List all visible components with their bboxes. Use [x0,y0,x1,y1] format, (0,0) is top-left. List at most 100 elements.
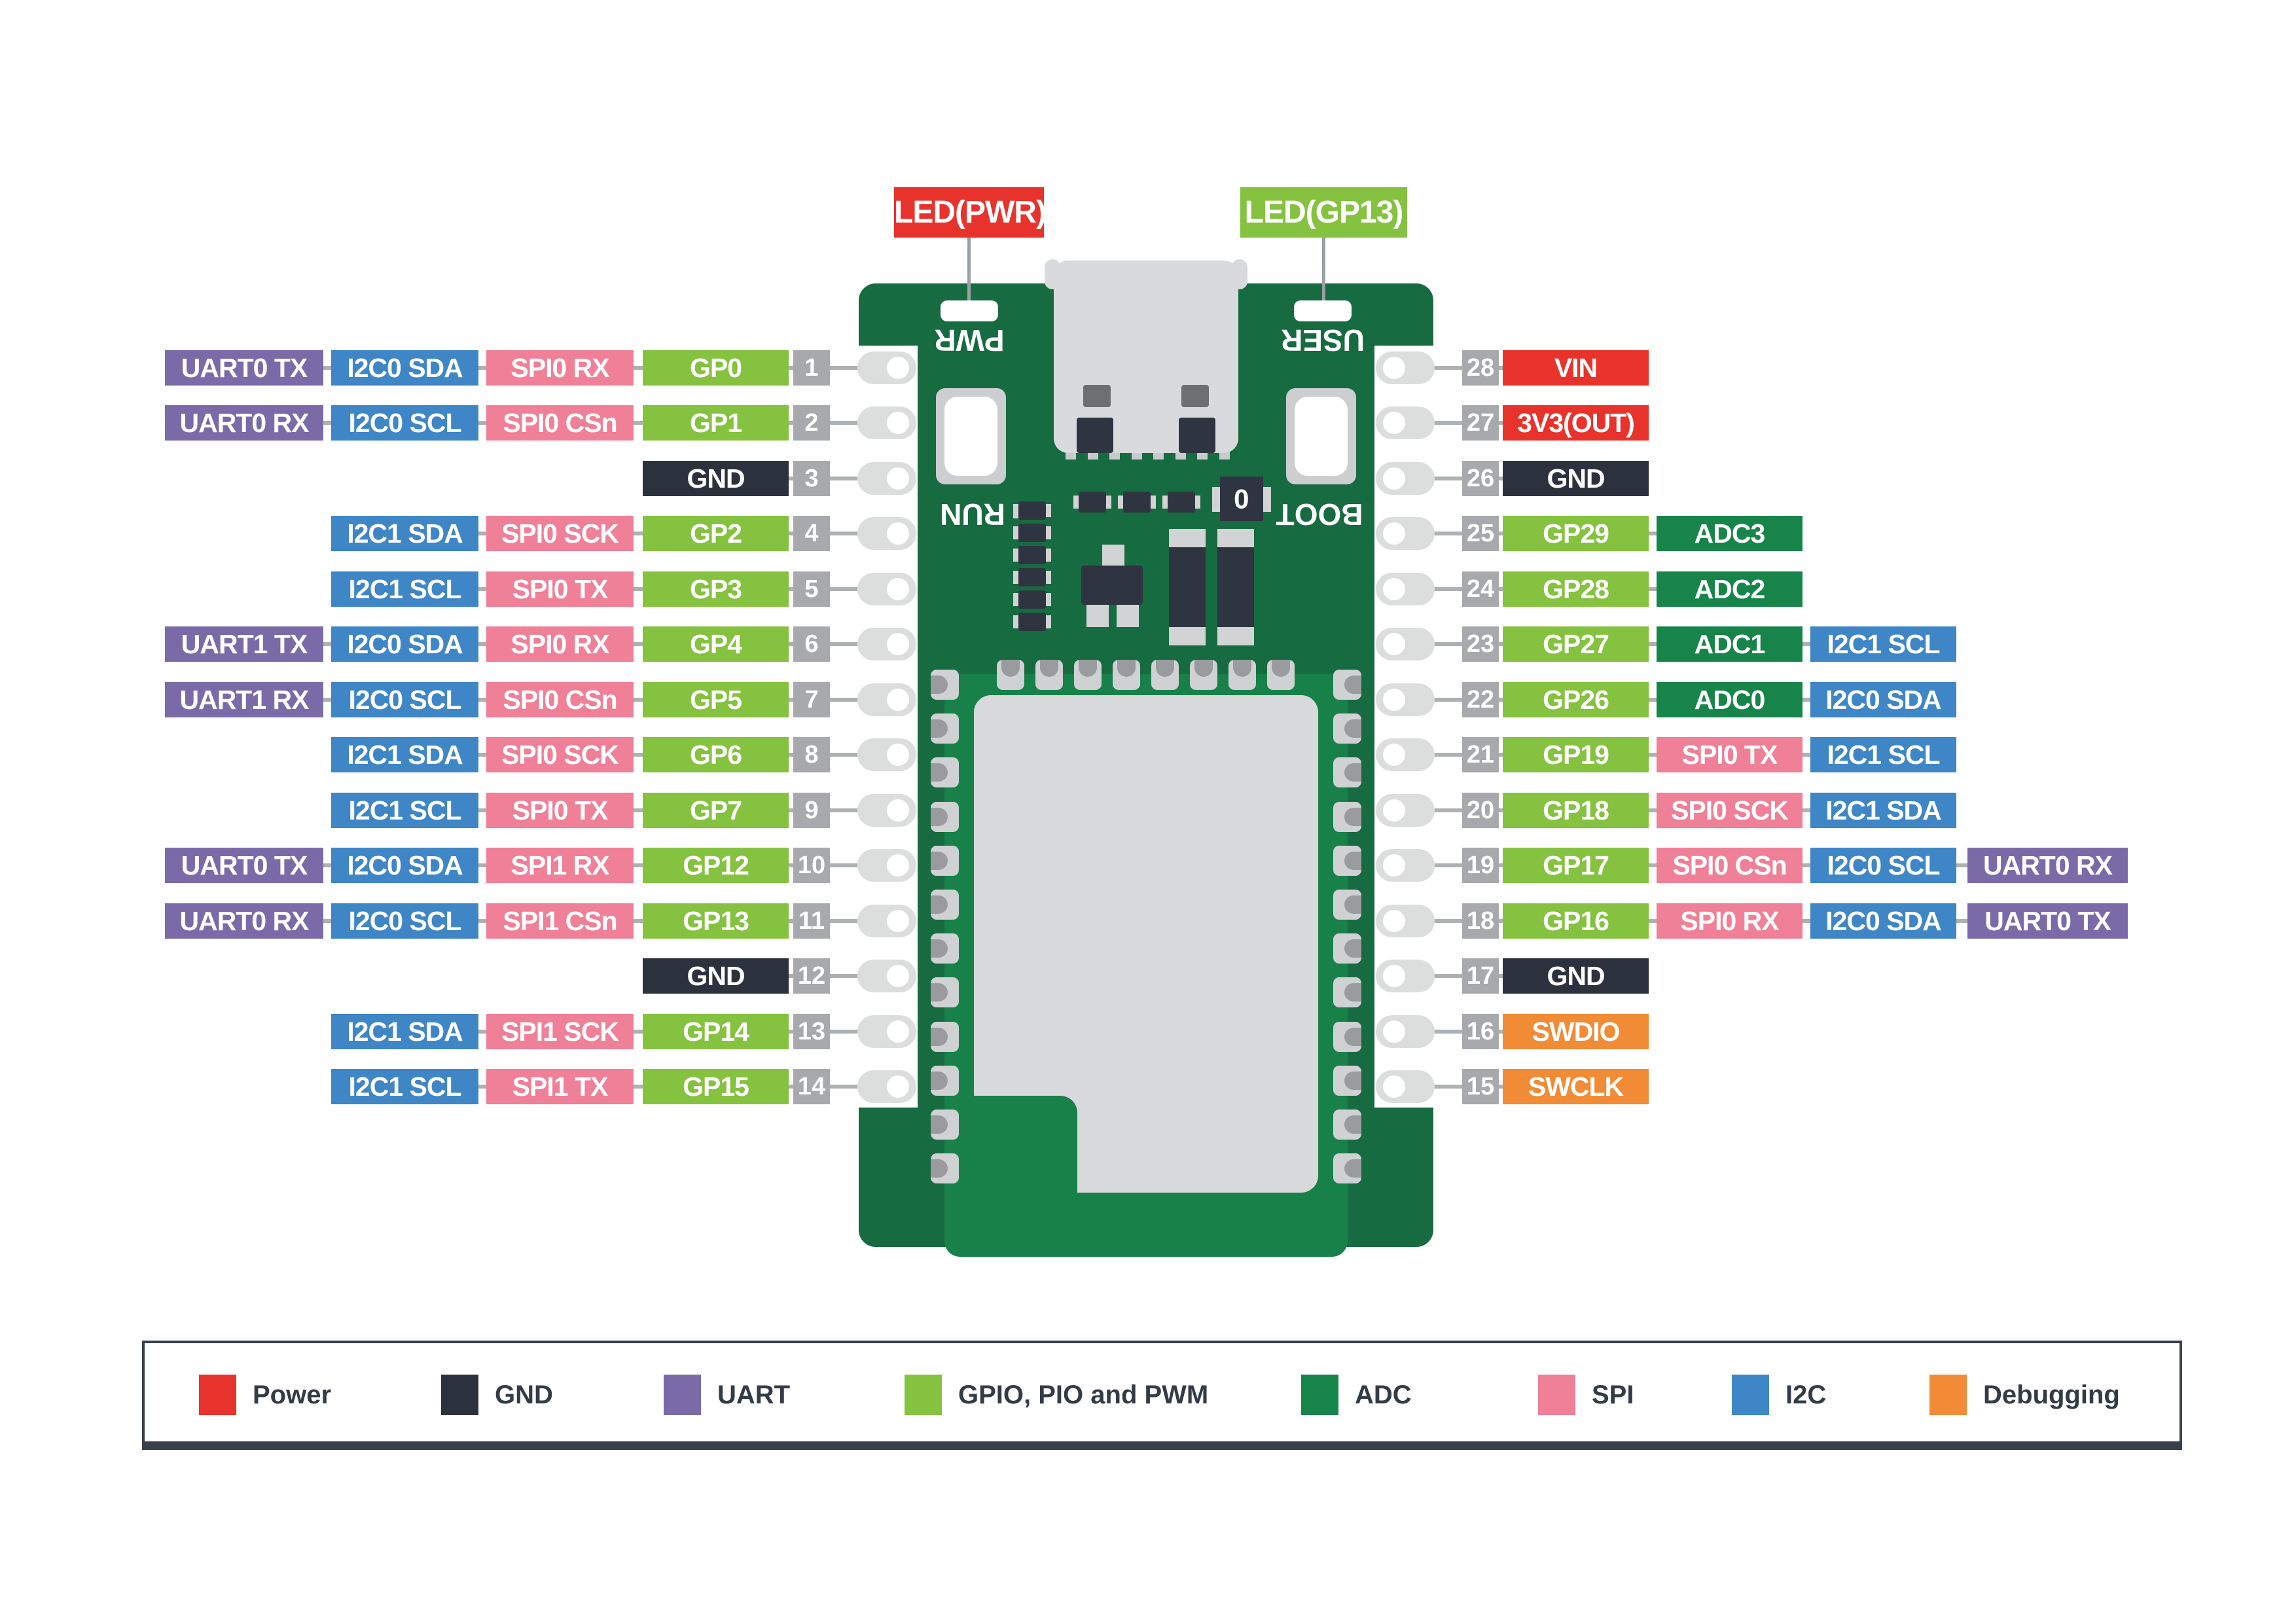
run-button[interactable] [936,388,1006,484]
pin-number: 1 [793,350,830,386]
pin-hole[interactable] [887,1075,909,1098]
capacitor [1079,492,1106,513]
pin-hole[interactable] [887,522,909,545]
led-gp13-callout-line [1322,238,1325,313]
module-pad-left [931,670,959,700]
pin-hole[interactable] [1383,799,1405,821]
pin-hole[interactable] [887,578,909,600]
pwr-silkscreen: PWR [934,323,1005,357]
pin-label-gpio: GP16 [1503,903,1649,939]
module-pad-left [931,713,959,744]
pad-gutter-left [853,346,918,1108]
resistor-pad [1045,504,1051,517]
resistor-pad [1045,593,1051,606]
pin-label-spi: SPI0 TX [486,571,634,607]
legend-label: Debugging [1983,1380,2120,1409]
pin-hole[interactable] [887,633,909,655]
boot-button[interactable] [1286,388,1356,484]
pin-label-i2c: I2C1 SCL [1810,626,1956,662]
crystal-pad-right [1261,487,1271,512]
resistor [1018,524,1046,542]
module-pad-hole [1344,676,1361,694]
pin-hole[interactable] [887,357,909,379]
pin-label-i2c: I2C0 SCL [331,405,478,441]
capacitor-pad [1105,496,1111,509]
resistor-pad [1013,593,1020,606]
pin-number: 17 [1462,958,1499,994]
pin-label-gpio: GP26 [1503,682,1649,717]
legend-label: ADC [1355,1380,1412,1409]
pin-label-i2c: I2C0 SDA [331,848,478,883]
pin-hole[interactable] [1383,412,1405,434]
pin-number: 22 [1462,682,1499,717]
pin-hole[interactable] [1383,1075,1405,1098]
pin-hole[interactable] [1383,854,1405,876]
pin-label-gpio: GP27 [1503,626,1649,662]
pin-hole[interactable] [887,910,909,932]
module-pad-right [1333,890,1361,920]
pin-label-i2c: I2C0 SDA [1810,682,1956,717]
pin-label-gpio: GP12 [643,848,789,883]
pin-hole[interactable] [1383,357,1405,379]
pin-label-gnd: GND [643,461,789,496]
pin-label-gnd: GND [1503,461,1649,496]
pin-label-spi: SPI0 CSn [486,405,634,441]
module-pad-left [931,846,959,876]
module-pad-top [1074,660,1102,690]
pin-hole[interactable] [1383,633,1405,655]
pin-label-spi: SPI0 RX [486,350,634,386]
pin-label-i2c: I2C1 SDA [1810,793,1956,828]
pin-hole[interactable] [1383,965,1405,987]
pin-label-i2c: I2C1 SCL [331,793,478,828]
pin-number: 9 [793,793,830,828]
pin-label-gpio: GP7 [643,793,789,828]
pin-hole[interactable] [1383,467,1405,490]
pin-hole[interactable] [887,744,909,766]
pin-label-spi: SPI0 RX [486,626,634,662]
pin-hole[interactable] [1383,578,1405,600]
bulk-cap-pad [1169,627,1206,645]
module-pad-hole [1344,1072,1361,1090]
pin-label-spi: SPI0 RX [1657,903,1803,939]
legend-label: GPIO, PIO and PWM [958,1380,1209,1409]
module-pad-right [1333,977,1361,1007]
pin-hole[interactable] [887,799,909,821]
module-pad-hole [1344,1159,1361,1178]
pin-number: 27 [1462,405,1499,441]
pin-label-adc: ADC3 [1657,516,1803,551]
pin-number: 25 [1462,516,1499,551]
module-pad-hole [1344,983,1361,1001]
pin-hole[interactable] [1383,522,1405,545]
pin-number: 16 [1462,1014,1499,1049]
capacitor-pad [1118,496,1124,509]
pin-hole[interactable] [1383,689,1405,711]
pin-label-gpio: GP29 [1503,516,1649,551]
run-silkscreen: RUN [940,497,1005,532]
crystal-oscillator: 0 [1220,477,1263,521]
pin-label-gpio: GP3 [643,571,789,607]
capacitor-pad [1149,496,1156,509]
pin-label-i2c: I2C0 SCL [1810,848,1956,883]
pin-hole[interactable] [1383,744,1405,766]
module-pad-hole [931,676,948,694]
pin-number: 21 [1462,737,1499,772]
pin-hole[interactable] [887,412,909,434]
pin-hole[interactable] [887,1020,909,1043]
pin-hole[interactable] [887,689,909,711]
pin-hole[interactable] [887,854,909,876]
pin-hole[interactable] [1383,1020,1405,1043]
pin-label-adc: ADC0 [1657,682,1803,717]
pin-hole[interactable] [887,467,909,490]
module-pad-right [1333,1022,1361,1052]
module-pad-right [1333,1153,1361,1183]
module-pad-hole [1344,852,1361,870]
module-pad-left [931,1153,959,1183]
pin-number: 6 [793,626,830,662]
pin-hole[interactable] [887,965,909,987]
legend-swatch-uart [664,1375,701,1415]
pin-hole[interactable] [1383,910,1405,932]
module-pad-top [997,660,1024,690]
module-pad-hole [931,1159,948,1178]
pin-label-uart: UART0 TX [165,848,323,883]
pin-number: 18 [1462,903,1499,939]
